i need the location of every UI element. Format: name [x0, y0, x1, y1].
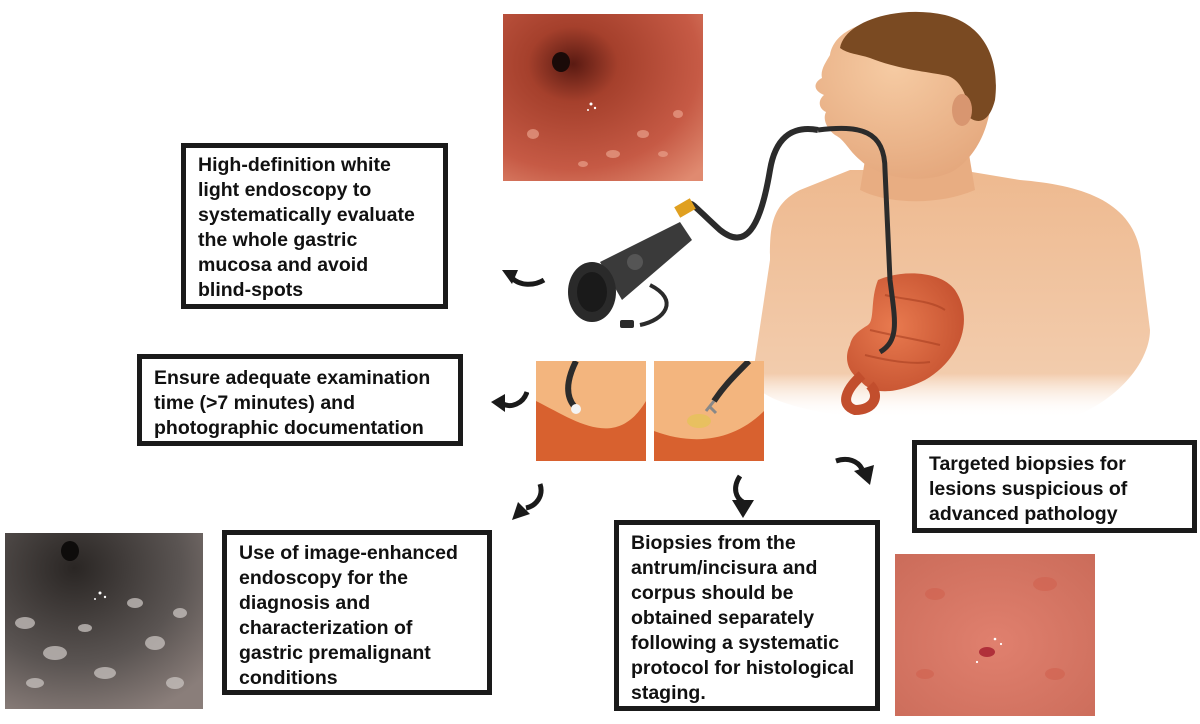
box-line: photographic documentation: [154, 417, 424, 439]
box-line: Biopsies from the: [631, 532, 796, 554]
box-line: Targeted biopsies for: [929, 453, 1126, 475]
box-image-enhanced-endoscopy: Use of image-enhanced endoscopy for the …: [222, 530, 492, 695]
box-line: Use of image-enhanced: [239, 542, 458, 564]
curved-arrow-icon: [732, 474, 754, 518]
box-line: light endoscopy to: [198, 179, 372, 201]
box-targeted-biopsies: Targeted biopsies for lesions suspicious…: [912, 440, 1197, 533]
biopsy-forceps-illustration: [654, 361, 764, 461]
box-line: time (>7 minutes) and: [154, 392, 355, 414]
hair: [840, 11, 996, 121]
box-line: following a systematic: [631, 632, 840, 654]
box-line: staging.: [631, 682, 706, 704]
box-line: corpus should be: [631, 582, 794, 604]
box-line: systematically evaluate: [198, 204, 415, 226]
stomach: [841, 273, 964, 416]
box-line: Ensure adequate examination: [154, 367, 431, 389]
box-line: protocol for histological: [631, 657, 855, 679]
box-line: the whole gastric: [198, 229, 358, 251]
box-line: lesions suspicious of: [929, 478, 1128, 500]
endoscopy-photo-white-light: [503, 14, 703, 181]
curved-arrow-icon: [491, 391, 529, 412]
endoscope-icon: [568, 125, 897, 355]
box-line: characterization of: [239, 617, 413, 639]
endoscopy-photo-lesion: [895, 554, 1095, 716]
box-hd-white-light-endoscopy: High-definition white light endoscopy to…: [181, 143, 448, 309]
box-examination-time: Ensure adequate examination time (>7 min…: [137, 354, 463, 446]
box-line: antrum/incisura and: [631, 557, 818, 579]
box-line: advanced pathology: [929, 503, 1118, 525]
endoscopy-photo-image-enhanced: [5, 533, 203, 709]
endoscope-tip-illustration: [536, 361, 646, 461]
box-biopsy-protocol: Biopsies from the antrum/incisura and co…: [614, 520, 880, 711]
curved-arrow-icon: [512, 483, 544, 520]
box-line: mucosa and avoid: [198, 254, 369, 276]
head: [815, 11, 996, 179]
box-line: obtained separately: [631, 607, 815, 629]
box-line: High-definition white: [198, 154, 391, 176]
curved-arrow-icon: [502, 270, 546, 287]
box-line: conditions: [239, 667, 338, 689]
box-line: diagnosis and: [239, 592, 371, 614]
box-line: endoscopy for the: [239, 567, 409, 589]
box-line: blind-spots: [198, 279, 304, 301]
curved-arrow-icon: [835, 456, 874, 485]
box-line: gastric premalignant: [239, 642, 431, 664]
